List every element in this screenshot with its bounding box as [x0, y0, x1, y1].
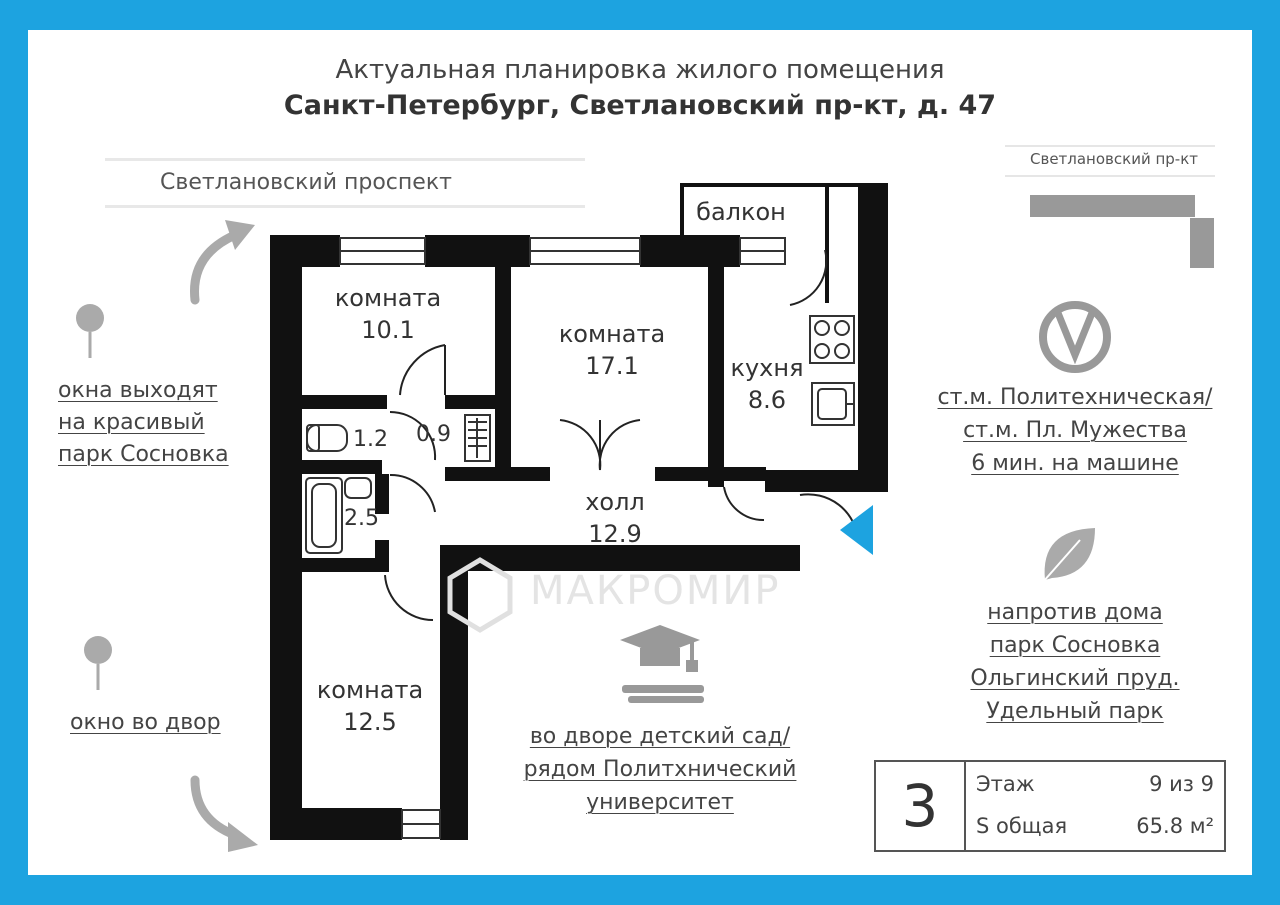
- closet-area: 0.9: [416, 422, 451, 447]
- window-note-line: на красивый: [58, 410, 205, 435]
- rooms-count: 3: [876, 762, 966, 850]
- leaf-icon: [1042, 528, 1095, 583]
- room2-label: комната 17.1: [542, 318, 682, 382]
- curved-arrow-icon: [190, 220, 255, 305]
- yard-window-note: окно во двор: [70, 710, 221, 735]
- street-line: [105, 158, 585, 161]
- area-label: S общая: [976, 814, 1068, 838]
- room-name: холл: [585, 488, 645, 516]
- area-value: 65.8 м²: [1136, 814, 1214, 838]
- nature-note-line: Удельный парк: [986, 699, 1164, 724]
- watermark: МАКРОМИР: [530, 568, 781, 614]
- windows: [339, 237, 786, 839]
- metro-icon: [1039, 301, 1111, 373]
- metro-note-line: ст.м. Пл. Мужества: [963, 418, 1187, 443]
- room-name: комната: [334, 284, 442, 312]
- room-area: 12.9: [588, 520, 642, 548]
- floor-label: Этаж: [976, 772, 1035, 796]
- bath-area: 2.5: [344, 506, 379, 531]
- entrance-marker: [840, 505, 873, 555]
- wc-area: 1.2: [353, 427, 388, 452]
- room3-label: комната 12.5: [300, 674, 440, 738]
- window-note-line: окна выходят: [58, 378, 218, 403]
- street-line: [1005, 145, 1215, 147]
- room-area: 17.1: [585, 352, 639, 380]
- map-pin-icon: [76, 304, 104, 358]
- metro-note-line: 6 мин. на машине: [971, 451, 1179, 476]
- kitchen-label: кухня 8.6: [722, 352, 812, 416]
- room-name: кухня: [730, 354, 804, 382]
- page-title: Актуальная планировка жилого помещения: [335, 55, 945, 85]
- window-note-line: парк Сосновка: [58, 442, 229, 467]
- balcony-label: балкон: [696, 198, 786, 226]
- room-name: комната: [316, 676, 424, 704]
- sink-icon: [811, 382, 855, 426]
- metro-note-line: ст.м. Политехническая/: [937, 385, 1213, 410]
- stove-icon: [809, 315, 855, 364]
- walls: [270, 183, 888, 840]
- room-area: 12.5: [343, 708, 397, 736]
- street-label: Светлановский проспект: [160, 170, 452, 195]
- toilet-icon: [306, 424, 348, 452]
- school-note-line: рядом Политхнический: [523, 757, 797, 782]
- school-note-line: во дворе детский сад/: [529, 724, 791, 749]
- nature-note-line: Ольгинский пруд.: [970, 666, 1180, 691]
- room-area: 10.1: [361, 316, 415, 344]
- nature-note-line: парк Сосновка: [989, 633, 1161, 658]
- hall-label: холл 12.9: [545, 486, 685, 550]
- doors: [384, 249, 859, 622]
- street-line: [105, 205, 585, 208]
- floor-value: 9 из 9: [1149, 772, 1214, 796]
- closet-icon: [464, 414, 491, 462]
- graduation-icon: [620, 625, 704, 703]
- address: Санкт-Петербург, Светлановский пр-кт, д.…: [283, 90, 997, 121]
- school-note-line: университет: [586, 790, 734, 815]
- mini-map-street-label: Светлановский пр-кт: [1030, 150, 1198, 168]
- apartment-info-box: 3 Этаж 9 из 9 S общая 65.8 м²: [874, 760, 1226, 852]
- bathtub-icon: [305, 477, 372, 554]
- room-name: комната: [558, 320, 666, 348]
- mini-map-building: [1030, 195, 1214, 268]
- curved-arrow-icon: [190, 775, 258, 852]
- map-pin-icon: [84, 636, 112, 690]
- room1-label: комната 10.1: [318, 282, 458, 346]
- nature-note-line: напротив дома: [987, 600, 1163, 625]
- watermark-logo: [447, 557, 513, 633]
- plan-card: [28, 30, 1252, 875]
- room-area: 8.6: [747, 386, 787, 414]
- street-line: [1005, 175, 1215, 177]
